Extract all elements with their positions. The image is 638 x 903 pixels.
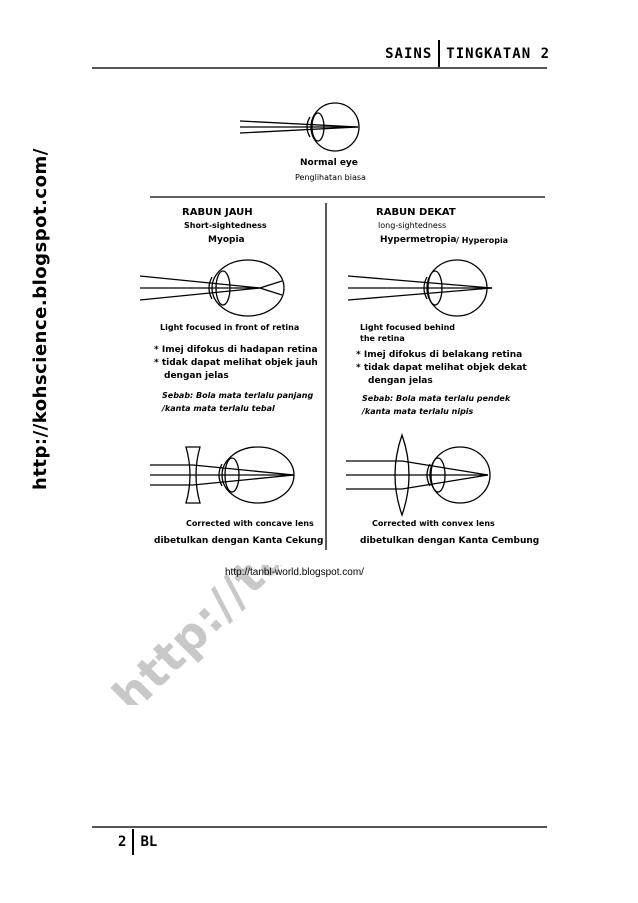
convex-lens-diagram: [346, 433, 491, 517]
hyperopia-heading: RABUN DEKAT: [376, 207, 456, 218]
hyperopia-focus-note-2: the retina: [360, 334, 405, 343]
page-number: 2: [118, 834, 127, 850]
myopia-correction-malay: dibetulkan dengan Kanta Cekung: [154, 536, 324, 546]
header-rule: [92, 67, 547, 69]
myopia-heading: RABUN JAUH: [182, 207, 253, 218]
hyperopia-english: long-sightedness: [378, 221, 447, 230]
header-divider: [438, 40, 441, 68]
page-footer: 2 BL: [118, 828, 157, 856]
hyperopia-term: Hypermetropia: [380, 235, 457, 245]
hyperopia-eye-diagram: [347, 259, 493, 317]
footer-rule: [92, 826, 547, 828]
page-header: SAINS TINGKATAN 2: [385, 38, 550, 68]
hyperopia-bullet-2-cont: dengan jelas: [368, 376, 433, 386]
myopia-eye-diagram: [139, 259, 285, 317]
myopia-bullet-2: * tidak dapat melihat objek jauh: [154, 358, 318, 368]
hyperopia-term-alt: / Hyperopia: [456, 236, 509, 245]
hyperopia-cause-2: /kanta mata terlalu nipis: [362, 407, 474, 416]
concave-lens-diagram: [150, 446, 295, 504]
eye-diagrams: [139, 102, 545, 550]
side-source-url: http://kohscience.blogspot.com/: [30, 148, 51, 490]
hyperopia-bullet-2: * tidak dapat melihat objek dekat: [356, 363, 527, 373]
eye-defects-figure: Normal eye Penglihatan biasa RABUN JAUH …: [110, 95, 550, 565]
watermark-container: http://ta: [92, 565, 282, 705]
watermark-text: http://ta: [102, 565, 282, 705]
header-form: TINGKATAN 2: [446, 46, 550, 62]
hyperopia-focus-note-1: Light focused behind: [360, 323, 455, 332]
hyperopia-bullet-1: * Imej difokus di belakang retina: [356, 350, 523, 360]
myopia-bullet-1: * Imej difokus di hadapan retina: [154, 345, 318, 355]
hyperopia-cause-1: Sebab: Bola mata terlalu pendek: [362, 394, 511, 403]
footer-author: BL: [140, 834, 158, 850]
myopia-cause-1: Sebab: Bola mata terlalu panjang: [162, 391, 314, 400]
hyperopia-correction-malay: dibetulkan dengan Kanta Cembung: [360, 536, 540, 546]
normal-eye-subtitle: Penglihatan biasa: [295, 173, 366, 182]
hyperopia-correction: Corrected with convex lens: [372, 519, 495, 528]
side-url-container: http://kohscience.blogspot.com/: [8, 90, 51, 490]
caption-source-link[interactable]: http://tanbl-world.blogspot.com/: [225, 567, 364, 578]
myopia-correction: Corrected with concave lens: [186, 519, 314, 528]
myopia-bullet-2-cont: dengan jelas: [164, 371, 229, 381]
header-subject: SAINS: [385, 46, 433, 62]
normal-eye-title: Normal eye: [300, 158, 358, 168]
footer-divider: [132, 829, 135, 855]
myopia-english: Short-sightedness: [184, 221, 267, 230]
myopia-term: Myopia: [208, 235, 245, 245]
myopia-focus-note: Light focused in front of retina: [160, 323, 300, 332]
myopia-cause-2: /kanta mata terlalu tebal: [162, 404, 275, 413]
normal-eye-diagram: [239, 102, 360, 152]
